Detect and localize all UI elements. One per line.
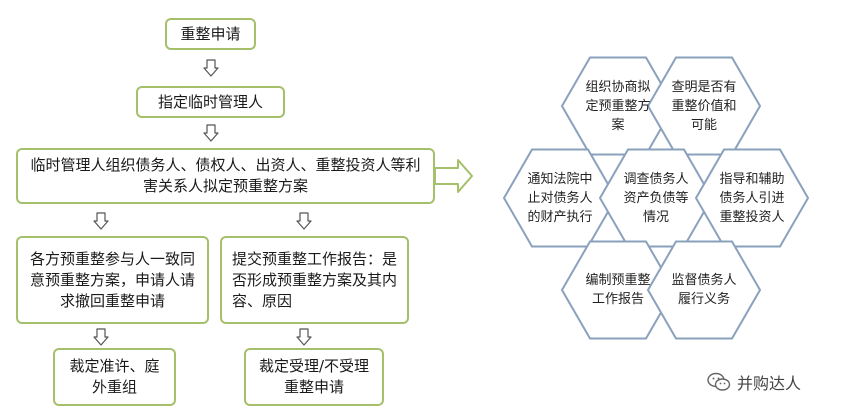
duty-investigate-assets-label: 调查债务人资产负债等情况	[623, 171, 689, 225]
result-right-box: 裁定受理/不受理重整申请	[244, 348, 384, 406]
branch-right-box: 提交预重整工作报告：是否形成预重整方案及其内容、原因	[220, 236, 409, 324]
duty-prepare-report-label: 编制预重整工作报告	[585, 273, 651, 307]
duty-supervise-obligations-hex	[646, 240, 762, 340]
wechat-icon	[707, 372, 731, 391]
step-prepare-box: 临时管理人组织债务人、债权人、出资人、重整投资人等利害关系人拟定预重整方案	[16, 148, 435, 204]
watermark: 并购达人	[707, 370, 801, 394]
step-designate-box: 指定临时管理人	[136, 86, 285, 118]
down-arrow-icon	[93, 328, 109, 346]
duty-stop-enforcement-label: 通知法院中止对债务人的财产执行	[527, 171, 593, 225]
duty-introduce-investor-label: 指导和辅助债务人引进重整投资人	[719, 171, 785, 225]
down-arrow-icon	[296, 212, 312, 230]
step-apply-label: 重整申请	[180, 24, 241, 43]
down-arrow-icon	[93, 212, 109, 230]
result-left-label: 裁定准许、庭外重组	[69, 357, 160, 396]
duty-introduce-investor-hex	[694, 148, 810, 248]
branch-right-label: 提交预重整工作报告：是否形成预重整方案及其内容、原因	[232, 249, 398, 310]
down-arrow-icon	[203, 124, 219, 142]
result-right-label: 裁定受理/不受理重整申请	[258, 357, 370, 396]
duty-prepare-report-hex	[560, 240, 676, 340]
step-prepare-label: 临时管理人组织债务人、债权人、出资人、重整投资人等利害关系人拟定预重整方案	[30, 156, 421, 195]
step-apply-box: 重整申请	[165, 18, 256, 50]
branch-left-box: 各方预重整参与人一致同意预重整方案，申请人请求撤回重整申请	[16, 236, 209, 324]
duty-assess-value-label: 查明是否有重整价值和可能	[671, 79, 737, 133]
step-designate-label: 指定临时管理人	[157, 92, 263, 111]
result-left-box: 裁定准许、庭外重组	[53, 348, 176, 406]
watermark-text: 并购达人	[737, 374, 802, 393]
branch-left-label: 各方预重整参与人一致同意预重整方案，申请人请求撤回重整申请	[29, 249, 195, 310]
down-arrow-icon	[203, 59, 219, 77]
duty-draft-plan-label: 组织协商拟定预重整方案	[585, 79, 651, 133]
right-arrow-icon	[434, 159, 473, 193]
down-arrow-icon	[296, 328, 312, 346]
duty-supervise-obligations-label: 监督债务人履行义务	[671, 273, 737, 307]
